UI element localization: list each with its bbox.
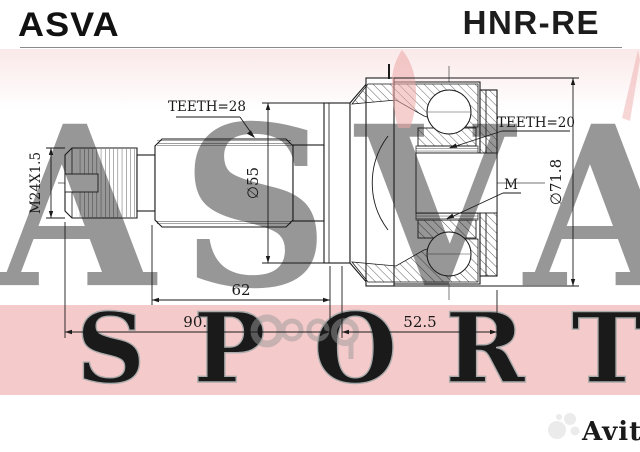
avito-watermark: Avito [548, 413, 640, 447]
dim-90-5-label: 90.5 [183, 313, 216, 331]
thread-spec-label: M24X1.5 [28, 152, 44, 214]
shaft-shoulder [292, 144, 325, 222]
boot-diameter-label: ∅55 [244, 167, 262, 199]
avito-dot-medium [564, 413, 576, 425]
boot-clamp-lip [365, 77, 395, 287]
outer-diameter-label: ∅71.8 [547, 159, 565, 205]
red-slash-mark [622, 50, 640, 121]
avito-watermark-text: Avito [581, 417, 640, 447]
dim-62-label: 62 [231, 281, 250, 299]
top-pink-wash [0, 49, 640, 111]
brand-watermark-text: ASVA [0, 79, 640, 338]
dim-52-5-label: 52.5 [403, 313, 436, 331]
avito-dot-small [570, 426, 580, 436]
inner-sphere-arc [371, 135, 389, 231]
spline-bore [415, 152, 498, 214]
asva-logo: ASVA [18, 6, 120, 44]
teeth-outer-label: TEETH=28 [168, 99, 246, 115]
avito-dot-tiny [556, 414, 562, 420]
thread-slot [64, 173, 99, 193]
header-divider [20, 47, 622, 48]
brand-watermark: ASVA [0, 50, 640, 338]
teeth-inner-label: TEETH=20 [497, 115, 575, 131]
avito-dot-large [548, 421, 566, 439]
dimension-annotations [46, 77, 579, 338]
part-number: HNR-RE [462, 4, 600, 41]
sport-watermark-text: SPORT [76, 292, 640, 405]
cv-joint-drawing [58, 64, 545, 300]
red-petal-mark [391, 50, 417, 128]
spline-marking-label: M [504, 177, 518, 193]
